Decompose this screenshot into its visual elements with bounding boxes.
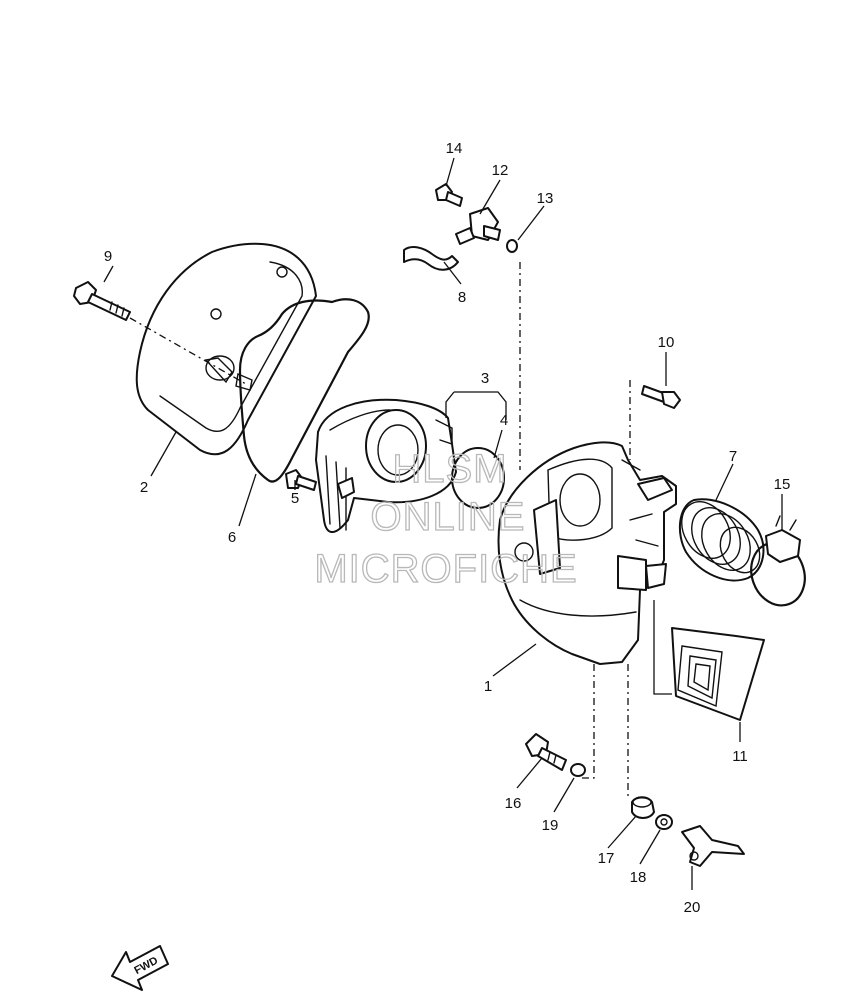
element-11-part bbox=[671, 627, 765, 721]
callout-3: 3 bbox=[481, 370, 489, 387]
axis-9 bbox=[129, 317, 247, 385]
gasket-part bbox=[238, 298, 370, 483]
callout-20: 20 bbox=[684, 899, 701, 916]
callout-14: 14 bbox=[446, 140, 463, 157]
callout-4: 4 bbox=[500, 412, 508, 429]
callout-17: 17 bbox=[598, 850, 615, 867]
callout-9: 9 bbox=[104, 248, 112, 265]
callout-12: 12 bbox=[492, 162, 509, 179]
axis-16 bbox=[582, 664, 595, 779]
screw-5-part bbox=[285, 469, 317, 491]
joint-7-part bbox=[678, 498, 765, 582]
o-ring-13-part bbox=[506, 239, 518, 253]
case-cover-part bbox=[135, 242, 317, 456]
callout-18: 18 bbox=[630, 869, 647, 886]
watermark-line-1: HLSM bbox=[392, 447, 507, 491]
screw-14-part bbox=[435, 183, 463, 207]
bolt-9-part bbox=[73, 281, 131, 321]
bolt-16-part bbox=[525, 733, 567, 771]
bracket-11 bbox=[653, 600, 672, 695]
callout-2: 2 bbox=[140, 479, 148, 496]
bolt-10-part bbox=[641, 385, 681, 409]
callout-16: 16 bbox=[505, 795, 522, 812]
callout-1: 1 bbox=[484, 678, 492, 695]
watermark-line-3: MICROFICHE bbox=[314, 547, 577, 591]
washer-19-part bbox=[570, 763, 586, 777]
callout-5: 5 bbox=[291, 490, 299, 507]
filter-case-part bbox=[497, 441, 677, 665]
leader-lines bbox=[103, 157, 783, 890]
callout-19: 19 bbox=[542, 817, 559, 834]
callout-8: 8 bbox=[458, 289, 466, 306]
callout-15: 15 bbox=[774, 476, 791, 493]
callout-11: 11 bbox=[732, 748, 748, 765]
callout-6: 6 bbox=[228, 529, 236, 546]
breather-fitting-12-part bbox=[455, 207, 501, 245]
bracket-20-part bbox=[681, 825, 745, 867]
clamp-15-part bbox=[750, 515, 806, 607]
grommet-17-part bbox=[631, 796, 655, 819]
collar-18-part bbox=[655, 814, 673, 830]
watermark: HLSM ONLINE MICROFICHE bbox=[314, 446, 578, 591]
o-ring-4-part bbox=[451, 447, 505, 509]
filter-element-part bbox=[315, 398, 457, 533]
hose-8-part bbox=[403, 246, 459, 271]
watermark-line-2: ONLINE bbox=[371, 495, 526, 539]
fwd-arrow: FWD bbox=[111, 945, 169, 991]
callout-10: 10 bbox=[658, 334, 675, 351]
callout-7: 7 bbox=[729, 448, 737, 465]
callout-13: 13 bbox=[537, 190, 554, 207]
